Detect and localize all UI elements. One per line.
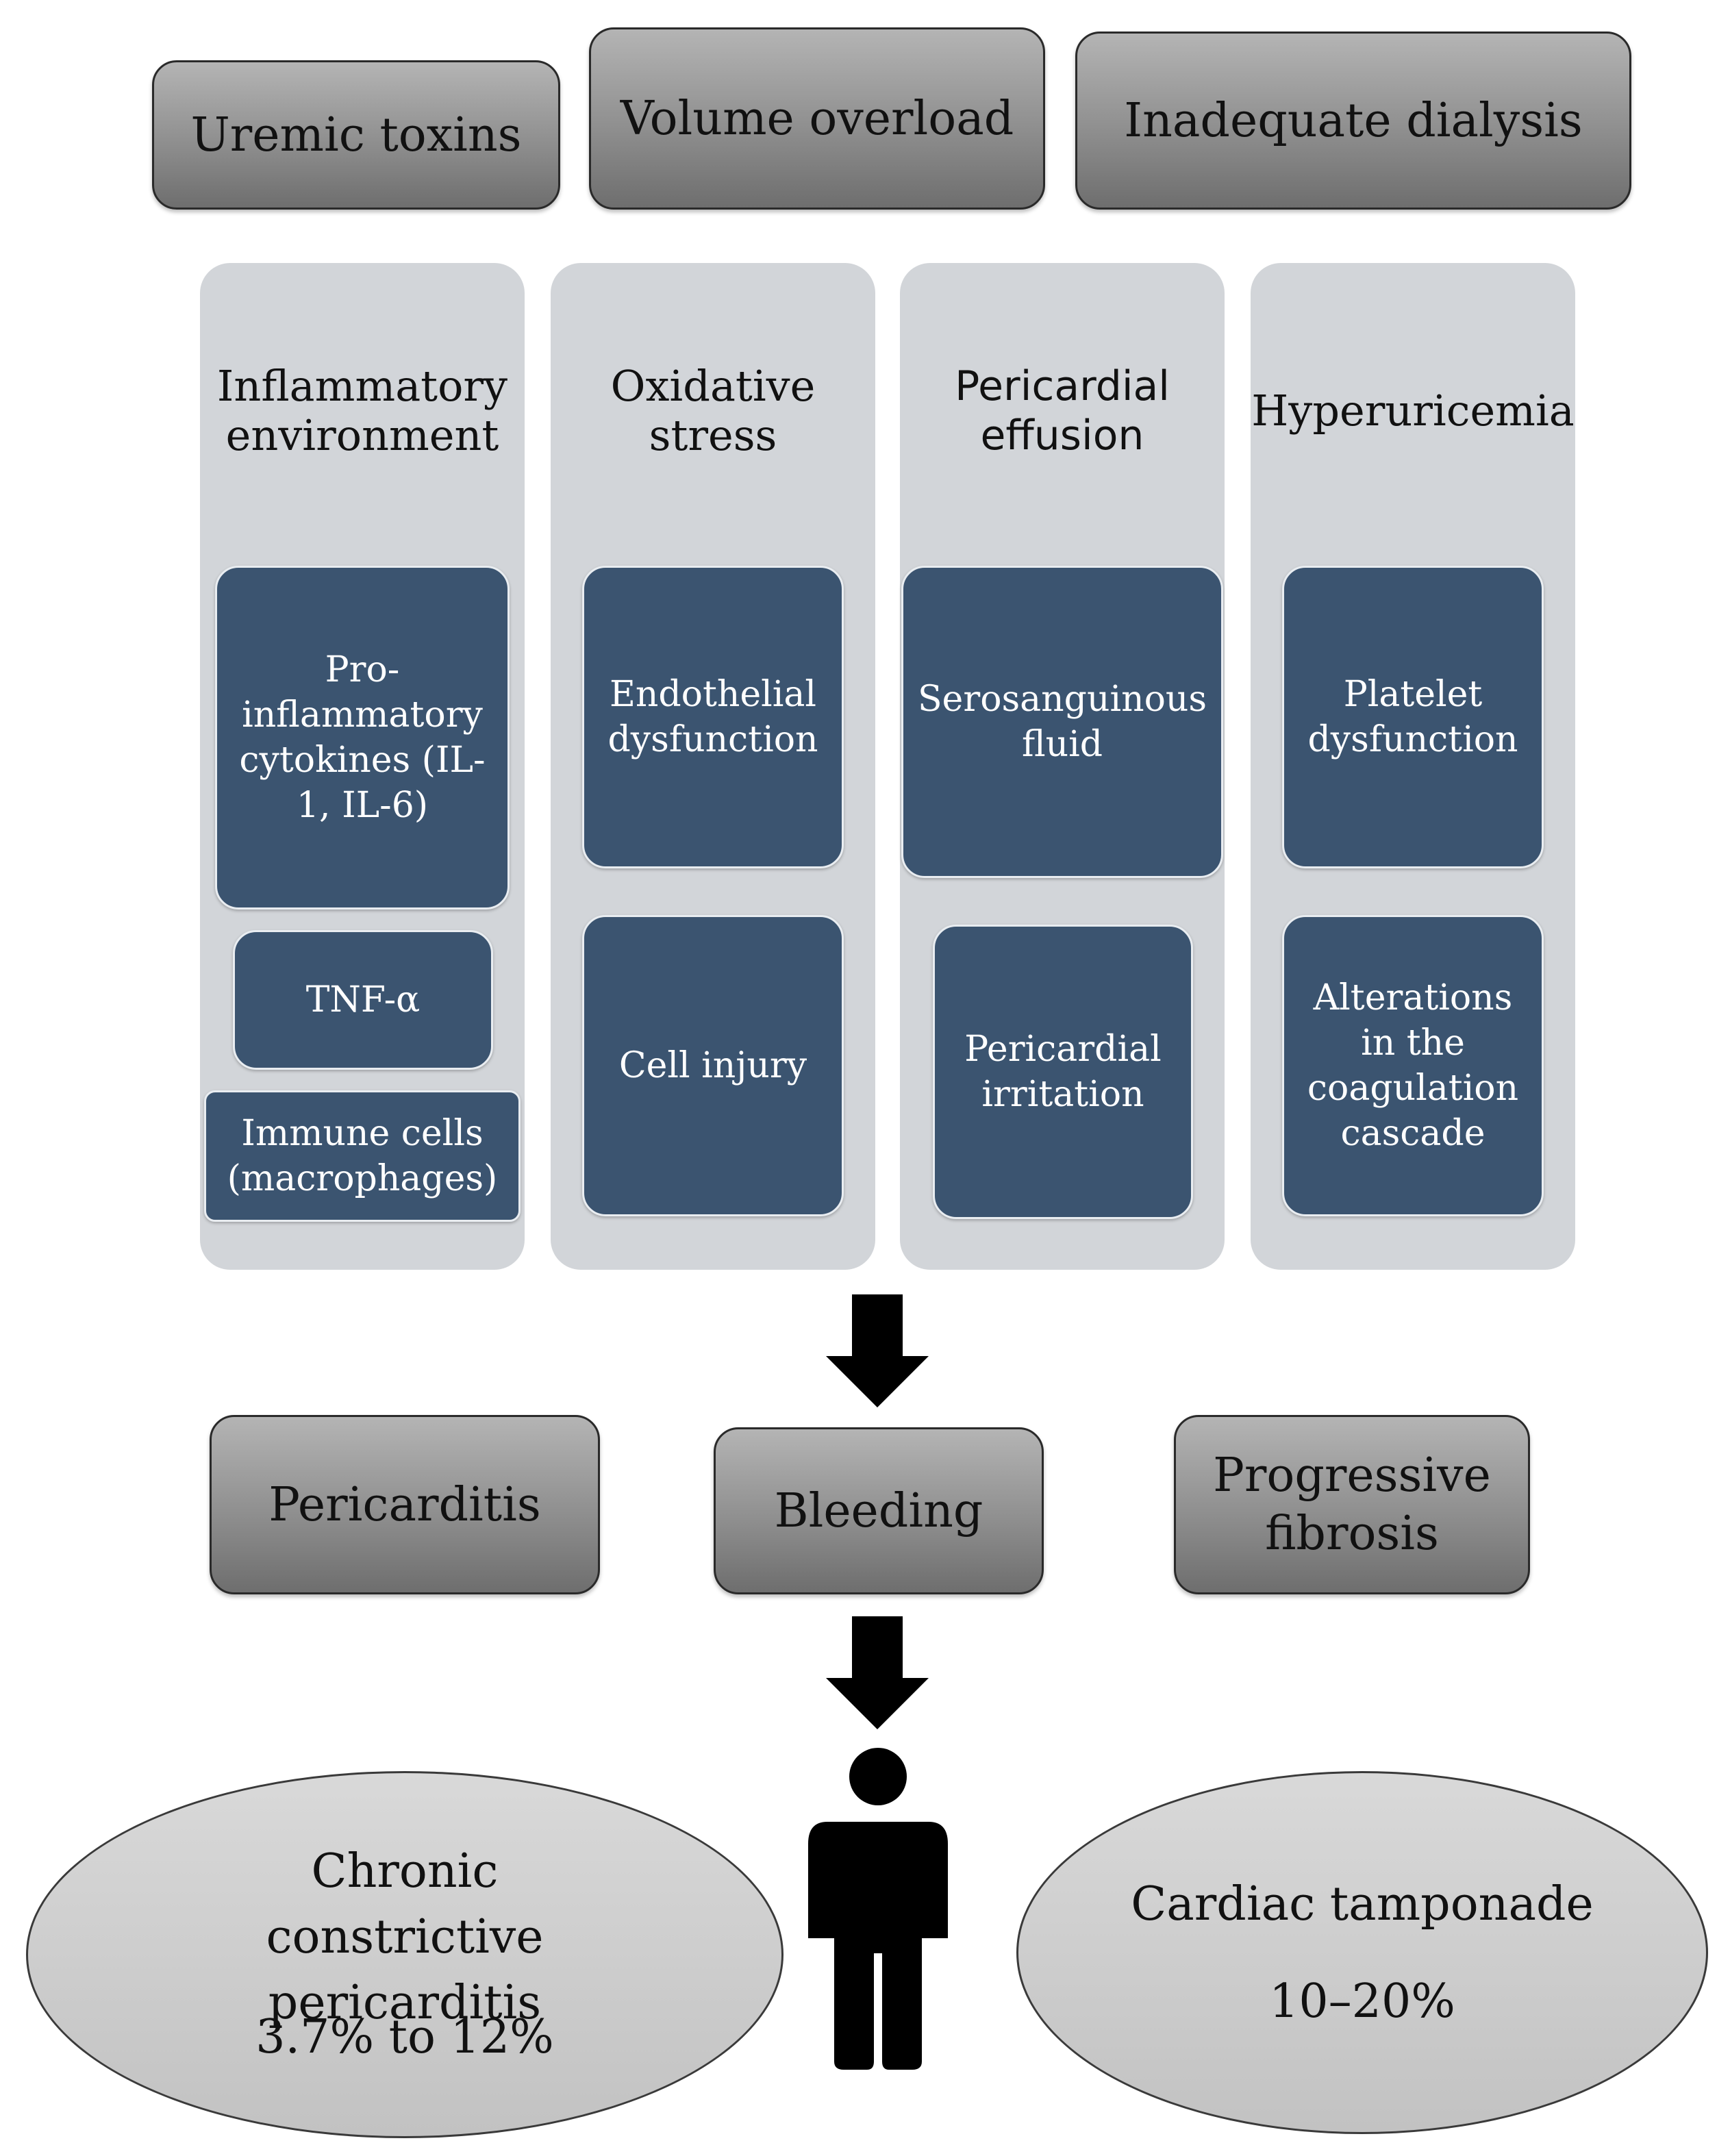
cause-uremic-toxins: Uremic toxins [152,60,560,210]
mechanism-serosanguinous-fluid: Serosanguinous fluid [901,566,1223,878]
outcome-bleeding: Bleeding [714,1427,1044,1594]
down-arrow-icon [826,1294,929,1407]
complication-cardiac-tamponade: Cardiac tamponade 10–20% [1016,1771,1708,2134]
mechanism-label: Serosanguinous fluid [917,679,1207,765]
mechanism-pericardial-irritation: Pericardial irritation [933,925,1193,1219]
complication-label: Cardiac tamponade [1131,1877,1594,1931]
cause-label: Volume overload [620,91,1014,146]
outcome-progressive-fibrosis: Progressive fibrosis [1174,1415,1530,1594]
mechanism-proinflammatory-cytokines: Pro-inflammatory cytokines (IL-1, IL-6) [215,566,510,910]
outcome-pericarditis: Pericarditis [210,1415,600,1594]
mechanism-coagulation-alterations: Alterations in the coagulation cascade [1282,915,1544,1216]
column-heading: Hyperuricemia [1251,386,1575,436]
complication-label: Chronic constrictive pericarditis [266,1844,544,2030]
mechanism-label: Pericardial irritation [964,1029,1162,1115]
down-arrow-icon [826,1616,929,1729]
complication-value: 10–20% [1269,1975,1455,2029]
mechanism-tnf-alpha: TNF-α [233,930,493,1070]
outcome-label: Progressive fibrosis [1213,1449,1491,1561]
cause-volume-overload: Volume overload [589,27,1045,210]
mechanism-label: Endothelial dysfunction [607,674,818,760]
person-icon [808,1748,948,2070]
mechanism-label: Platelet dysfunction [1307,674,1518,760]
column-heading: Pericardial effusion [955,362,1170,460]
mechanism-label: Cell injury [618,1045,807,1086]
mechanism-label: Pro-inflammatory cytokines (IL-1, IL-6) [239,649,486,826]
mechanism-label: TNF-α [305,979,421,1020]
cause-label: Inadequate dialysis [1124,93,1583,148]
mechanism-label: Immune cells (macrophages) [227,1113,498,1199]
mechanism-platelet-dysfunction: Platelet dysfunction [1282,566,1544,868]
column-heading: Oxidative stress [610,361,816,460]
outcome-label: Bleeding [774,1483,983,1538]
outcome-label: Pericarditis [268,1477,541,1532]
complication-value: 3.7% to 12% [255,2010,554,2064]
cause-inadequate-dialysis: Inadequate dialysis [1075,32,1631,210]
mechanism-cell-injury: Cell injury [582,915,844,1216]
mechanism-immune-cells: Immune cells (macrophages) [204,1090,521,1222]
column-heading: Inflammatory environment [216,361,508,460]
mechanism-label: Alterations in the coagulation cascade [1307,977,1519,1154]
mechanism-endothelial-dysfunction: Endothelial dysfunction [582,566,844,868]
complication-chronic-constrictive-pericarditis: Chronic constrictive pericarditis 3.7% t… [26,1771,783,2138]
cause-label: Uremic toxins [190,108,522,162]
